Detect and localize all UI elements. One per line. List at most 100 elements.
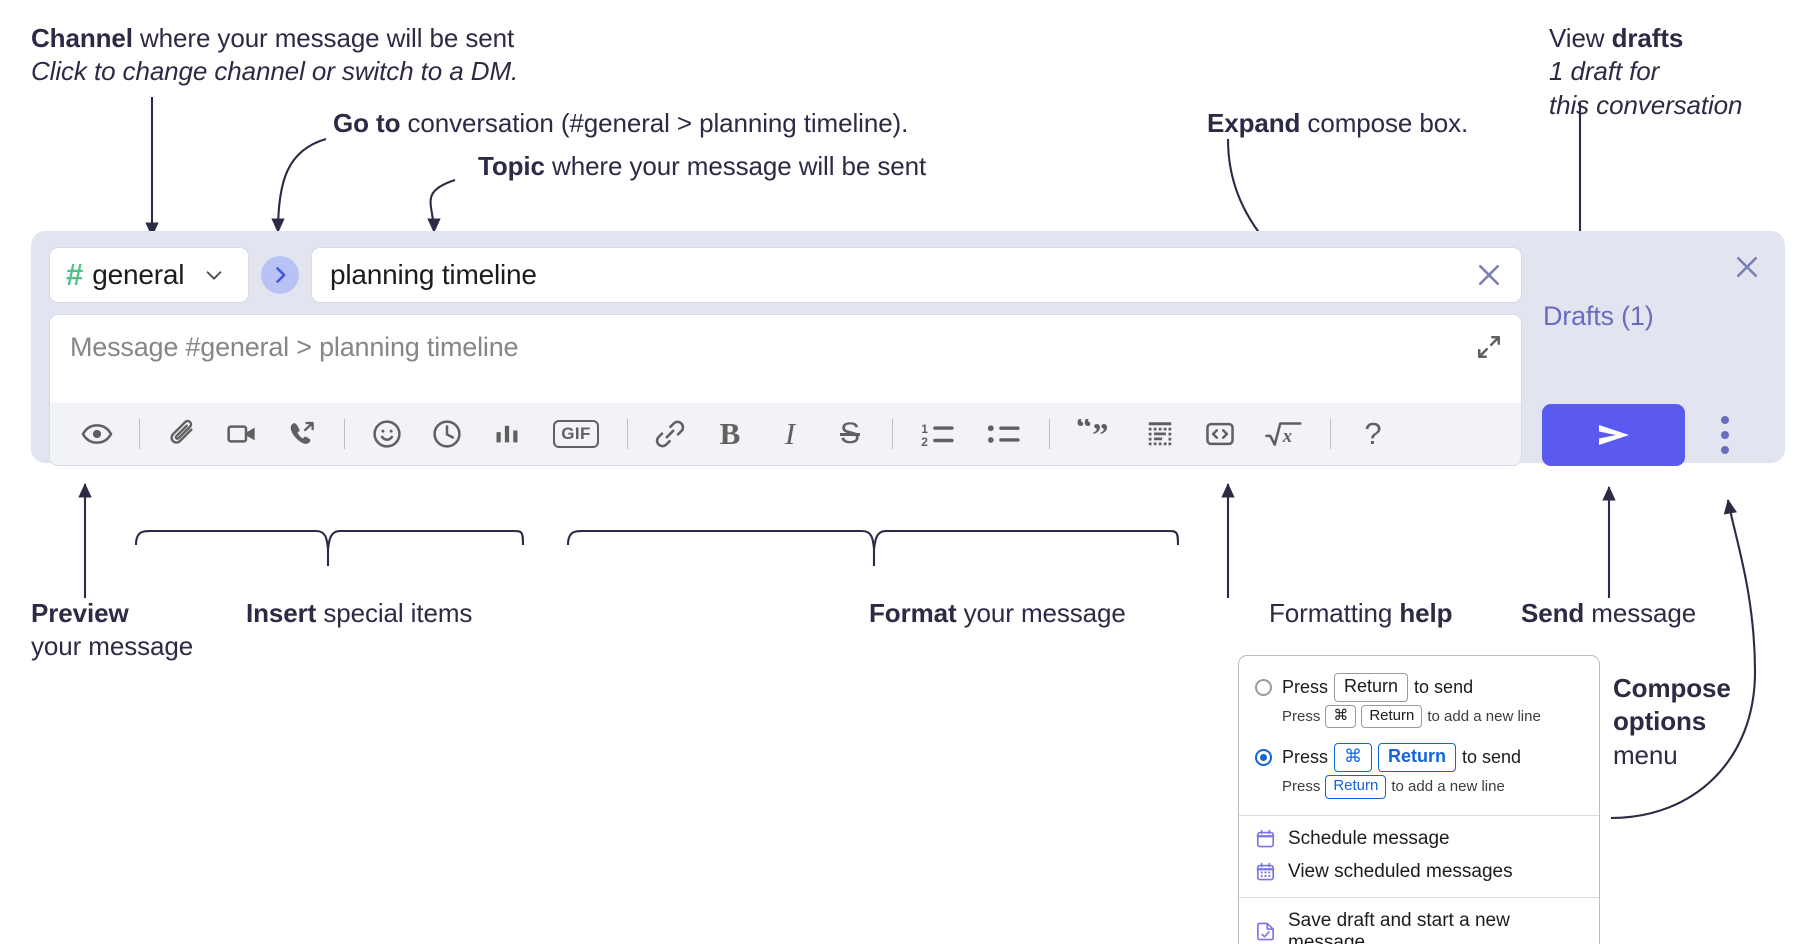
annotation-drafts: View drafts 1 draft for this conversatio… [1549, 23, 1743, 120]
link-button[interactable] [647, 411, 693, 457]
annotation-topic: Topic where your message will be sent [478, 151, 927, 181]
bar-chart-icon [496, 425, 518, 443]
go-to-conversation-button[interactable] [261, 256, 299, 294]
chevron-right-icon [276, 267, 286, 283]
menu-item-label: Schedule message [1288, 827, 1450, 849]
reminder-button[interactable] [424, 411, 470, 457]
save-draft-icon [1255, 921, 1276, 942]
channel-selector[interactable]: # general [49, 247, 249, 303]
send-option-1[interactable]: Press Return to send Press ⌘ Return to a… [1239, 666, 1599, 736]
option-label: Press Return to send [1282, 673, 1473, 702]
menu-item-schedule-message[interactable]: Schedule message [1239, 823, 1599, 856]
emoji-button[interactable] [364, 411, 410, 457]
drafts-link[interactable]: Drafts (1) [1543, 301, 1654, 331]
blockquote-button[interactable]: “ ” [1069, 411, 1123, 457]
close-compose-button[interactable] [1728, 248, 1766, 286]
menu-divider [1239, 814, 1599, 816]
message-input[interactable]: Message #general > planning timeline [70, 332, 519, 362]
radio-return-to-send[interactable] [1255, 678, 1272, 696]
send-button[interactable] [1542, 404, 1685, 466]
gif-label: GIF [553, 420, 599, 448]
bold-button[interactable]: B [707, 411, 753, 457]
annotation-channel: Channel where your message will be sent … [31, 23, 519, 87]
channel-name-label: general [92, 259, 185, 290]
menu-item-save-draft[interactable]: Save draft and start a new message [1239, 905, 1599, 944]
key-return: Return [1325, 774, 1387, 799]
hash-icon: # [66, 256, 84, 292]
key-return: Return [1361, 704, 1423, 729]
strikethrough-label: S [839, 417, 860, 450]
compose-panel: # general planning timeline [31, 231, 1785, 466]
italic-button[interactable]: I [767, 411, 813, 457]
attachment-button[interactable] [159, 411, 205, 457]
clear-topic-button[interactable] [1471, 257, 1507, 293]
more-options-vertical-icon [1721, 416, 1729, 424]
annotation-insert: Insert special items [246, 598, 473, 628]
bold-label: B [719, 416, 741, 451]
svg-text:”: ” [1092, 419, 1108, 449]
annotation-format: Format your message [869, 598, 1126, 628]
expand-compose-button[interactable] [1471, 329, 1507, 365]
formatting-toolbar: GIF B I [50, 403, 1521, 465]
poll-button[interactable] [484, 411, 530, 457]
inline-code-button[interactable] [1197, 411, 1243, 457]
sqrt-icon: x [1265, 422, 1302, 447]
menu-item-label: Save draft and start a new message [1288, 909, 1510, 944]
strikethrough-button[interactable]: S [827, 411, 873, 457]
more-options-vertical-icon [1721, 446, 1729, 454]
video-clip-button[interactable] [219, 411, 265, 457]
annotation-expand: Expand compose box. [1207, 108, 1469, 138]
toolbar-separator [892, 419, 893, 449]
annotation-goto: Go to conversation (#general > planning … [333, 108, 909, 138]
svg-text:1: 1 [921, 422, 928, 436]
eye-icon [81, 424, 113, 444]
codeblock-icon [1148, 422, 1172, 446]
code-block-button[interactable] [1137, 411, 1183, 457]
key-return: Return [1334, 673, 1409, 702]
toolbar-separator [139, 419, 140, 449]
phone-icon [290, 421, 314, 444]
toolbar-separator [1049, 419, 1050, 449]
radio-cmd-return-to-send[interactable] [1255, 749, 1272, 766]
preview-button[interactable] [74, 411, 120, 457]
calendar-grid-icon [1255, 861, 1276, 882]
math-button[interactable]: x [1257, 411, 1311, 457]
ordered-list-button[interactable]: 1 2 [912, 411, 964, 457]
more-options-vertical-icon [1721, 431, 1729, 439]
calendar-clock-icon [1255, 828, 1276, 849]
key-command: ⌘ [1325, 704, 1357, 729]
compose-options-menu: Press Return to send Press ⌘ Return to a… [1238, 655, 1600, 944]
annotation-compose-options: Compose options menu [1613, 673, 1731, 770]
expand-icon [1478, 336, 1500, 358]
toolbar-separator [344, 419, 345, 449]
option-sublabel: Press Return to add a new line [1255, 774, 1583, 799]
send-option-2[interactable]: Press ⌘ Return to send Press Return to a… [1239, 736, 1599, 806]
gif-button[interactable]: GIF [544, 411, 608, 457]
ordered-list-icon: 1 2 [921, 422, 954, 449]
menu-item-view-scheduled-messages[interactable]: View scheduled messages [1239, 856, 1599, 889]
video-icon [227, 425, 255, 443]
compose-header-row: # general planning timeline [49, 247, 1522, 303]
key-return: Return [1378, 743, 1457, 772]
quote-icon: “ ” [1077, 419, 1109, 449]
message-input-area[interactable]: Message #general > planning timeline [50, 315, 1521, 403]
audio-clip-button[interactable] [279, 411, 325, 457]
question-mark-label: ? [1364, 416, 1382, 451]
option-sublabel: Press ⌘ Return to add a new line [1255, 704, 1583, 729]
italic-label: I [784, 416, 796, 451]
bulleted-list-button[interactable] [978, 411, 1030, 457]
compose-options-button[interactable] [1712, 408, 1738, 462]
message-box: Message #general > planning timeline [49, 314, 1522, 466]
paperclip-icon [170, 419, 193, 444]
svg-text:2: 2 [921, 435, 928, 449]
svg-text:x: x [1282, 426, 1292, 447]
code-icon [1206, 422, 1234, 446]
formatting-help-button[interactable]: ? [1350, 411, 1396, 457]
topic-input-wrapper[interactable]: planning timeline [311, 247, 1522, 303]
smiley-icon [373, 420, 401, 448]
toolbar-separator [1330, 419, 1331, 449]
send-paper-plane-icon [1598, 425, 1629, 445]
topic-input[interactable]: planning timeline [330, 259, 537, 290]
close-icon [1478, 264, 1500, 286]
key-command: ⌘ [1334, 743, 1373, 772]
